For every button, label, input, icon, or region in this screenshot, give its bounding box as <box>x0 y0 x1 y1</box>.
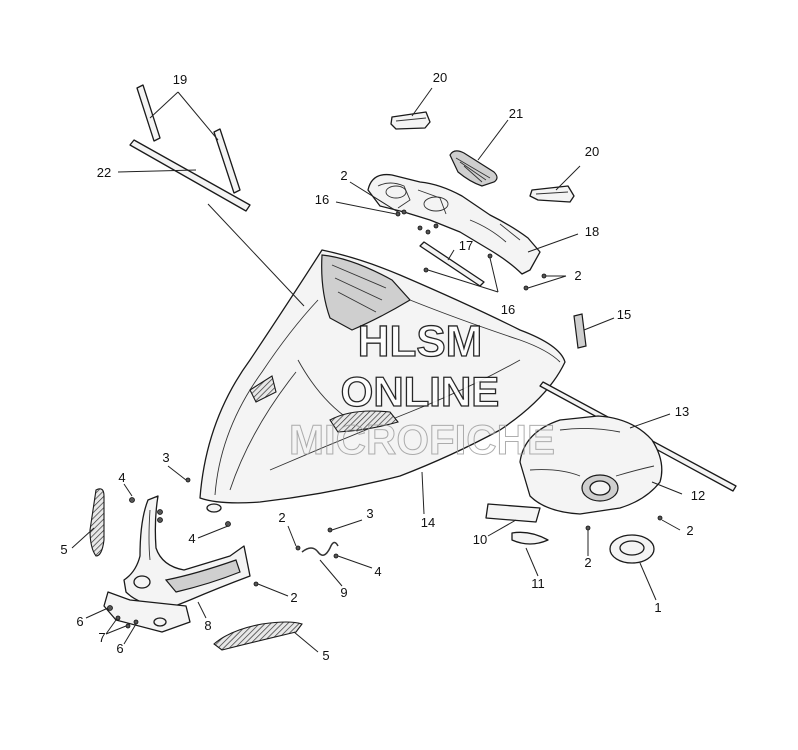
callout-20-side: 20 <box>585 144 599 159</box>
front-bumper-part <box>103 495 251 633</box>
callout-3-left: 3 <box>162 450 169 465</box>
callout-labels: 19 20 21 20 22 2 16 18 17 2 16 15 13 3 4… <box>60 70 705 663</box>
callout-6-lower: 6 <box>116 641 123 656</box>
callout-2-console: 2 <box>686 523 693 538</box>
callout-6-upper: 6 <box>76 614 83 629</box>
callout-20-top: 20 <box>433 70 447 85</box>
callout-9: 9 <box>340 585 347 600</box>
grommet-part <box>609 534 655 564</box>
decal-part <box>485 503 541 523</box>
callout-19: 19 <box>173 72 187 87</box>
long-trim-strip-part <box>129 139 251 212</box>
top-lens-part <box>390 111 431 130</box>
gauge-visor-part <box>449 150 498 187</box>
rod-part <box>419 241 485 287</box>
callout-4-center: 4 <box>374 564 381 579</box>
callout-16-upper: 16 <box>315 192 329 207</box>
watermark-line-3: MICROFICHE <box>289 416 555 463</box>
side-lens-part <box>529 185 575 203</box>
callout-4-left: 4 <box>118 470 125 485</box>
callout-2-center: 2 <box>278 510 285 525</box>
watermark-line-1: HLSM <box>358 317 483 366</box>
leader-lines <box>71 87 683 653</box>
lower-grille-part <box>213 621 303 651</box>
callout-12: 12 <box>691 488 705 503</box>
callout-5-upper: 5 <box>60 542 67 557</box>
callout-2-lower: 2 <box>584 555 591 570</box>
trim-strips-part <box>136 84 241 194</box>
side-console-part <box>519 415 663 515</box>
upper-side-grille-part <box>89 488 105 557</box>
callout-2-dash: 2 <box>340 168 347 183</box>
callout-8: 8 <box>204 618 211 633</box>
callout-7: 7 <box>98 630 105 645</box>
watermark: HLSM ONLINE MICROFICHE <box>289 316 556 463</box>
callout-13: 13 <box>675 404 689 419</box>
callout-18: 18 <box>585 224 599 239</box>
wire-harness-part <box>301 541 339 556</box>
callout-4-front: 4 <box>188 531 195 546</box>
watermark-line-2: ONLINE <box>341 368 500 415</box>
callout-16-lower: 16 <box>501 302 515 317</box>
callout-11: 11 <box>531 576 545 591</box>
callout-21: 21 <box>509 106 523 121</box>
callout-15: 15 <box>617 307 631 322</box>
callout-2-right: 2 <box>574 268 581 283</box>
small-decal-part <box>511 531 549 545</box>
callout-2-bumper: 2 <box>290 590 297 605</box>
callout-10: 10 <box>473 532 487 547</box>
callout-3-center: 3 <box>366 506 373 521</box>
dash-housing-part <box>367 173 541 275</box>
callout-17: 17 <box>459 238 473 253</box>
callout-5-lower: 5 <box>322 648 329 663</box>
callout-14: 14 <box>421 515 435 530</box>
callout-22: 22 <box>97 165 111 180</box>
small-bracket-part <box>573 313 587 349</box>
hood-part <box>199 249 566 513</box>
callout-1: 1 <box>654 600 661 615</box>
